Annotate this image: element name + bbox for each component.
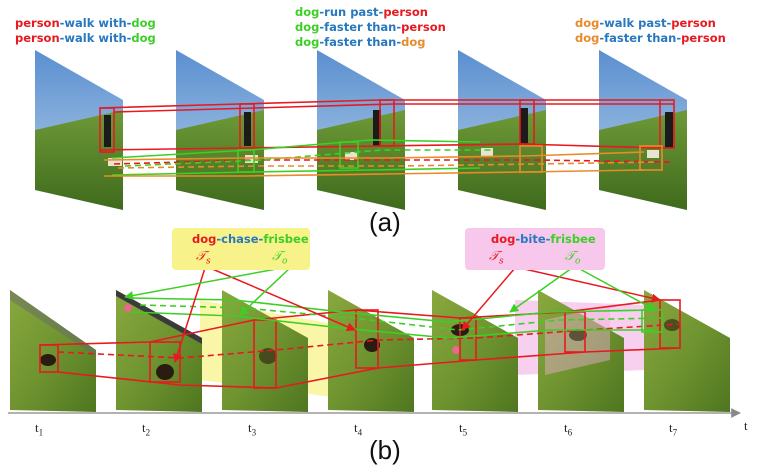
relation-line: person-walk with-dog — [15, 31, 156, 46]
object-tracklet-symbol: 𝒯o — [272, 249, 287, 267]
relation-subject: person — [15, 31, 60, 45]
relation-line: person-walk with-dog — [15, 16, 156, 31]
relation-predicate: -walk past- — [599, 16, 672, 30]
time-tick-base: t — [564, 420, 568, 435]
panel-b-frames — [10, 290, 730, 412]
time-tick-base: t — [142, 420, 146, 435]
relation-predicate: -chase- — [216, 232, 264, 246]
relation-predicate: -run past- — [319, 5, 384, 19]
object-symbol-sub: o — [281, 256, 288, 267]
time-tick: t3 — [248, 420, 256, 438]
frisbee-figures-b — [124, 304, 460, 354]
relation-predicate: -bite- — [515, 232, 551, 246]
relation-object: dog — [131, 16, 156, 30]
time-tick-sub: 3 — [251, 427, 257, 438]
relation-predicate: -faster than- — [319, 35, 402, 49]
panel-b-pointers — [124, 267, 661, 363]
subject-symbol-glyph: 𝒯 — [489, 249, 499, 264]
subject-symbol-sub: s — [205, 256, 211, 267]
relation-object: person — [383, 5, 428, 19]
time-tick-sub: 1 — [38, 427, 44, 438]
relation-predicate: -faster than- — [319, 20, 402, 34]
object-symbol-sub: o — [574, 256, 581, 267]
relation-group-3: dog-walk past-person dog-faster than-per… — [575, 16, 726, 46]
time-axis-label: t — [744, 418, 748, 433]
relation-object: dog — [401, 35, 426, 49]
relation-subject: dog — [491, 232, 516, 246]
time-tick-sub: 4 — [357, 427, 363, 438]
time-tick: t4 — [354, 420, 362, 438]
relation-predicate: -walk with- — [59, 31, 132, 45]
frame-a1 — [35, 50, 123, 210]
dog-figures-a — [108, 148, 659, 166]
time-tick-sub: 2 — [145, 427, 151, 438]
subject-tracklet-symbol: 𝒯s — [196, 249, 211, 267]
time-tick-sub: 5 — [462, 427, 468, 438]
panel-a-tracklets — [99, 99, 675, 177]
relation-object: frisbee — [263, 232, 309, 246]
relation-line: dog-bite-frisbee — [491, 232, 596, 247]
relation-subject: person — [15, 16, 60, 30]
object-symbol-glyph: 𝒯 — [565, 249, 575, 264]
frame-b7 — [644, 290, 730, 412]
subject-symbol-sub: s — [498, 256, 504, 267]
relation-object: person — [671, 16, 716, 30]
subject-symbol-glyph: 𝒯 — [196, 249, 206, 264]
relation-group-2: dog-run past-person dog-faster than-pers… — [295, 5, 446, 50]
panel-a-frames — [35, 50, 687, 210]
frame-a2 — [176, 50, 264, 210]
frame-b5 — [432, 290, 518, 412]
person-figures-a — [104, 108, 673, 148]
frame-b1 — [10, 290, 96, 412]
frame-a3 — [317, 50, 405, 210]
relation-box-chase: dog-chase-frisbee 𝒯s 𝒯o — [172, 228, 310, 270]
dog-figures-b — [40, 319, 680, 380]
relation-object: person — [681, 31, 726, 45]
time-tick-base: t — [248, 420, 252, 435]
time-tick-sub: 6 — [567, 427, 573, 438]
relation-subject: dog — [575, 16, 600, 30]
time-tick: t7 — [669, 420, 677, 438]
time-tick-base: t — [35, 420, 39, 435]
object-symbol-glyph: 𝒯 — [272, 249, 282, 264]
panel-b-label: (b) — [369, 435, 401, 465]
time-tick: t1 — [35, 420, 43, 438]
time-tick-sub: 7 — [672, 427, 678, 438]
time-tick: t6 — [564, 420, 572, 438]
relation-line: dog-faster than-dog — [295, 35, 446, 50]
relation-subject: dog — [575, 31, 600, 45]
time-tick: t5 — [459, 420, 467, 438]
relation-object: person — [401, 20, 446, 34]
relation-object: dog — [131, 31, 156, 45]
time-tick: t2 — [142, 420, 150, 438]
relation-subject: dog — [192, 232, 217, 246]
panel-a-label: (a) — [369, 207, 401, 237]
object-tracklet-symbol: 𝒯o — [565, 249, 580, 267]
relation-subject: dog — [295, 20, 320, 34]
relation-subject: dog — [295, 35, 320, 49]
time-tick-base: t — [459, 420, 463, 435]
relation-box-bite: dog-bite-frisbee 𝒯s 𝒯o — [465, 228, 605, 270]
relation-line: dog-walk past-person — [575, 16, 726, 31]
relation-line: dog-chase-frisbee — [192, 232, 309, 247]
time-tick-base: t — [354, 420, 358, 435]
time-tick-base: t — [669, 420, 673, 435]
relation-predicate: -walk with- — [59, 16, 132, 30]
relation-line: dog-run past-person — [295, 5, 446, 20]
frame-a4 — [458, 50, 546, 210]
relation-line: dog-faster than-person — [575, 31, 726, 46]
relation-line: dog-faster than-person — [295, 20, 446, 35]
relation-group-1: person-walk with-dog person-walk with-do… — [15, 16, 156, 46]
relation-object: frisbee — [550, 232, 596, 246]
relation-predicate: -faster than- — [599, 31, 682, 45]
relation-subject: dog — [295, 5, 320, 19]
subject-tracklet-symbol: 𝒯s — [489, 249, 504, 267]
